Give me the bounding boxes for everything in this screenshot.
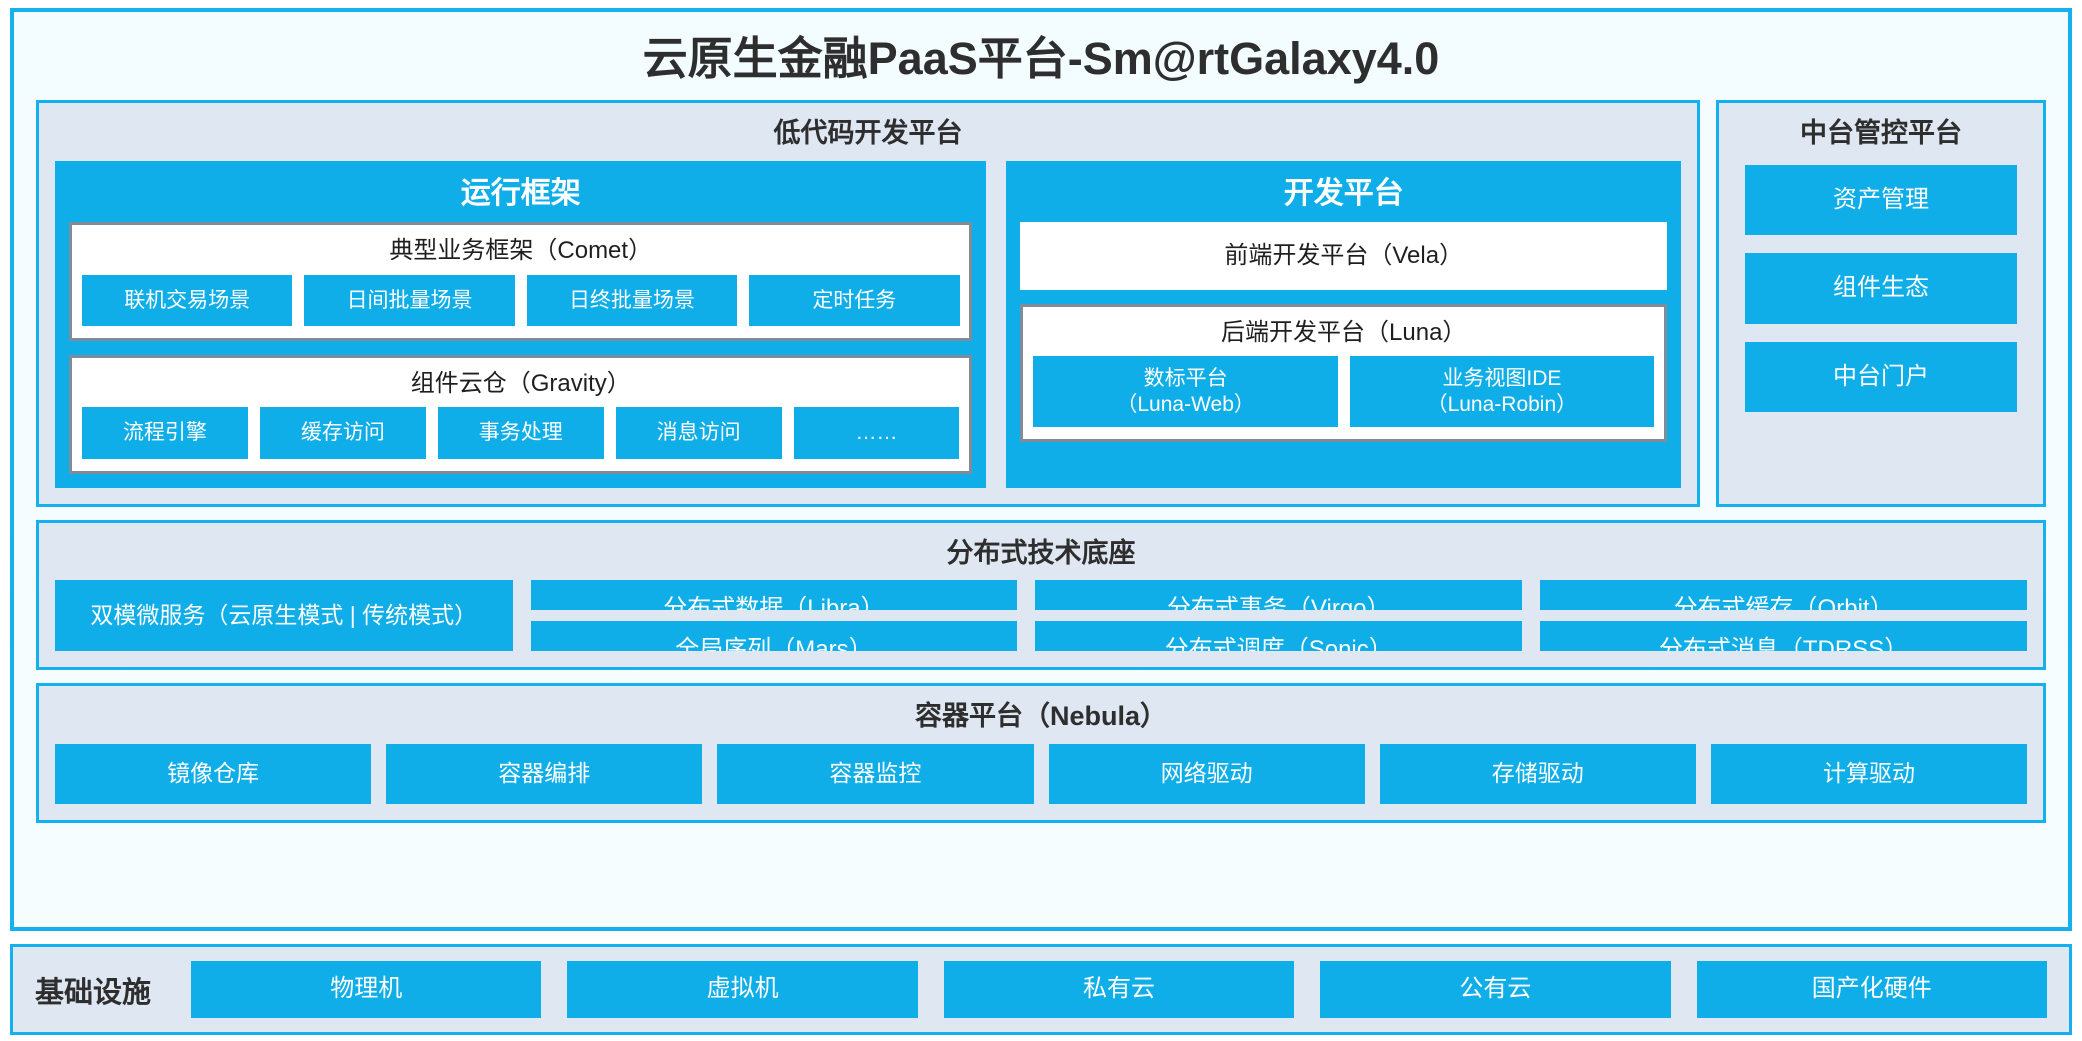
gravity-item-cache-access[interactable]: 缓存访问 <box>259 407 426 459</box>
development-platform-stack: 前端开发平台（Vela） 后端开发平台（Luna） 数标平台 （Luna-Web… <box>1020 222 1667 474</box>
container-item-compute-driver[interactable]: 计算驱动 <box>1710 744 2028 804</box>
page-title: 云原生金融PaaS平台-Sm@rtGalaxy4.0 <box>642 33 1440 84</box>
container-item-orchestration[interactable]: 容器编排 <box>386 744 703 804</box>
development-platform-title: 开发平台 <box>1283 177 1404 211</box>
gravity-item-message-access[interactable]: 消息访问 <box>615 407 782 459</box>
mgmt-item-portal[interactable]: 中台门户 <box>1745 341 2017 413</box>
comet-chip-row: 联机交易场景 日间批量场景 日终批量场景 定时任务 <box>82 274 960 326</box>
frontend-platform-vela[interactable]: 前端开发平台（Vela） <box>1020 222 1667 290</box>
backend-platform-luna-title: 后端开发平台（Luna） <box>1221 318 1467 346</box>
backend-platform-luna-card: 后端开发平台（Luna） 数标平台 （Luna-Web） 业务视图IDE <box>1020 303 1667 443</box>
comet-card: 典型业务框架（Comet） 联机交易场景 日间批量场景 日终批量场景 定时任务 <box>69 222 973 341</box>
luna-item-luna-web[interactable]: 数标平台 （Luna-Web） <box>1033 356 1338 428</box>
infrastructure-item-private-cloud[interactable]: 私有云 <box>943 961 1295 1018</box>
distributed-item-sonic[interactable]: 分布式调度（Sonic） <box>1035 621 1523 652</box>
gravity-title: 组件云仓（Gravity） <box>410 369 631 397</box>
gravity-item-process-engine[interactable]: 流程引擎 <box>82 407 248 459</box>
platform-main-card: 云原生金融PaaS平台-Sm@rtGalaxy4.0 低代码开发平台 运行框架 <box>10 8 2072 932</box>
container-platform-row: 镜像仓库 容器编排 容器监控 网络驱动 存储驱动 计算驱动 <box>55 744 2028 804</box>
mgmt-platform-title: 中台管控平台 <box>1800 118 1962 149</box>
container-item-monitoring[interactable]: 容器监控 <box>717 744 1034 804</box>
luna-web-line1: 数标平台 <box>1143 367 1228 391</box>
container-platform-title: 容器平台（Nebula） <box>914 701 1168 732</box>
container-item-storage-driver[interactable]: 存储驱动 <box>1379 744 1696 804</box>
mgmt-item-component-ecosystem[interactable]: 组件生态 <box>1745 253 2017 324</box>
comet-item-eod-batch[interactable]: 日终批量场景 <box>526 274 738 326</box>
distributed-group-3: 分布式缓存（Orbit） 分布式消息（TDRSS） <box>1540 580 2027 652</box>
distributed-base-panel: 分布式技术底座 双模微服务 （云原生模式 | 传统模式） 分布式数据（Libra… <box>36 519 2046 671</box>
distributed-item-orbit[interactable]: 分布式缓存（Orbit） <box>1540 580 2027 611</box>
container-platform-panel: 容器平台（Nebula） 镜像仓库 容器编排 容器监控 网络驱动 存储驱动 计算… <box>36 683 2046 823</box>
infrastructure-item-virtual-machine[interactable]: 虚拟机 <box>567 961 918 1018</box>
infrastructure-item-public-cloud[interactable]: 公有云 <box>1320 961 1671 1018</box>
dual-mode-microservice-wrapper: 双模微服务 （云原生模式 | 传统模式） <box>55 580 513 652</box>
infrastructure-item-domestic-hardware[interactable]: 国产化硬件 <box>1696 961 2047 1018</box>
gravity-item-transaction[interactable]: 事务处理 <box>437 407 604 459</box>
comet-item-online-transaction[interactable]: 联机交易场景 <box>82 274 293 326</box>
comet-item-daytime-batch[interactable]: 日间批量场景 <box>304 274 515 326</box>
gravity-card: 组件云仓（Gravity） 流程引擎 缓存访问 事务处理 消息访问 …… <box>69 354 973 474</box>
luna-robin-line1: 业务视图IDE <box>1442 367 1562 391</box>
infrastructure-item-physical-machine[interactable]: 物理机 <box>191 961 542 1018</box>
dual-mode-line1: 双模微服务 <box>90 602 206 629</box>
luna-web-line2: （Luna-Web） <box>1116 392 1255 416</box>
infrastructure-panel: 基础设施 物理机 虚拟机 私有云 公有云 国产化硬件 <box>10 944 2072 1035</box>
gravity-item-more[interactable]: …… <box>793 407 960 459</box>
container-item-network-driver[interactable]: 网络驱动 <box>1048 744 1365 804</box>
luna-chip-row: 数标平台 （Luna-Web） 业务视图IDE （Luna-Robin） <box>1033 356 1655 428</box>
distributed-group-1: 分布式数据（Libra） 全局序列（Mars） <box>530 580 1018 652</box>
infrastructure-label: 基础设施 <box>35 976 152 1009</box>
luna-item-luna-robin[interactable]: 业务视图IDE （Luna-Robin） <box>1349 356 1655 428</box>
mgmt-platform-panel: 中台管控平台 资产管理 组件生态 中台门户 <box>1716 100 2046 507</box>
runtime-framework-block: 运行框架 典型业务框架（Comet） 联机交易场景 日间批量场景 日终批量场景 <box>55 161 987 488</box>
development-platform-column: 开发平台 前端开发平台（Vela） 后端开发平台（Luna） 数标平台 （Lun… <box>1006 161 1681 488</box>
top-region: 低代码开发平台 运行框架 典型业务框架（Comet） 联机交易场 <box>36 100 2046 507</box>
container-item-image-registry[interactable]: 镜像仓库 <box>55 744 372 804</box>
gravity-chip-row: 流程引擎 缓存访问 事务处理 消息访问 …… <box>82 407 960 459</box>
distributed-base-body: 双模微服务 （云原生模式 | 传统模式） 分布式数据（Libra） 全局序列（M… <box>55 580 2027 652</box>
comet-title: 典型业务框架（Comet） <box>389 237 653 265</box>
dual-mode-line2: （云原生模式 | 传统模式） <box>205 602 478 629</box>
luna-robin-line2: （Luna-Robin） <box>1426 392 1578 416</box>
distributed-item-libra[interactable]: 分布式数据（Libra） <box>530 580 1018 611</box>
lowcode-platform-title: 低代码开发平台 <box>773 118 963 149</box>
mgmt-platform-list: 资产管理 组件生态 中台门户 <box>1735 161 2027 413</box>
comet-item-scheduled-task[interactable]: 定时任务 <box>749 274 960 326</box>
dual-mode-microservice[interactable]: 双模微服务 （云原生模式 | 传统模式） <box>55 580 513 652</box>
infrastructure-row: 物理机 虚拟机 私有云 公有云 国产化硬件 <box>191 961 2047 1018</box>
lowcode-columns: 运行框架 典型业务框架（Comet） 联机交易场景 日间批量场景 日终批量场景 <box>55 161 1681 488</box>
distributed-base-title: 分布式技术底座 <box>946 537 1136 568</box>
runtime-framework-stack: 典型业务框架（Comet） 联机交易场景 日间批量场景 日终批量场景 定时任务 <box>69 222 973 474</box>
distributed-item-virgo[interactable]: 分布式事务（Virgo） <box>1035 580 1523 611</box>
distributed-item-tdrss[interactable]: 分布式消息（TDRSS） <box>1540 621 2027 652</box>
mgmt-item-asset-management[interactable]: 资产管理 <box>1745 165 2017 236</box>
development-platform-block: 开发平台 前端开发平台（Vela） 后端开发平台（Luna） 数标平台 （Lun… <box>1006 161 1681 488</box>
distributed-group-2: 分布式事务（Virgo） 分布式调度（Sonic） <box>1035 580 1523 652</box>
runtime-framework-title: 运行框架 <box>460 177 581 211</box>
distributed-item-mars[interactable]: 全局序列（Mars） <box>530 621 1018 652</box>
lowcode-platform-panel: 低代码开发平台 运行框架 典型业务框架（Comet） 联机交易场 <box>36 100 1700 507</box>
runtime-framework-column: 运行框架 典型业务框架（Comet） 联机交易场景 日间批量场景 日终批量场景 <box>55 161 987 488</box>
